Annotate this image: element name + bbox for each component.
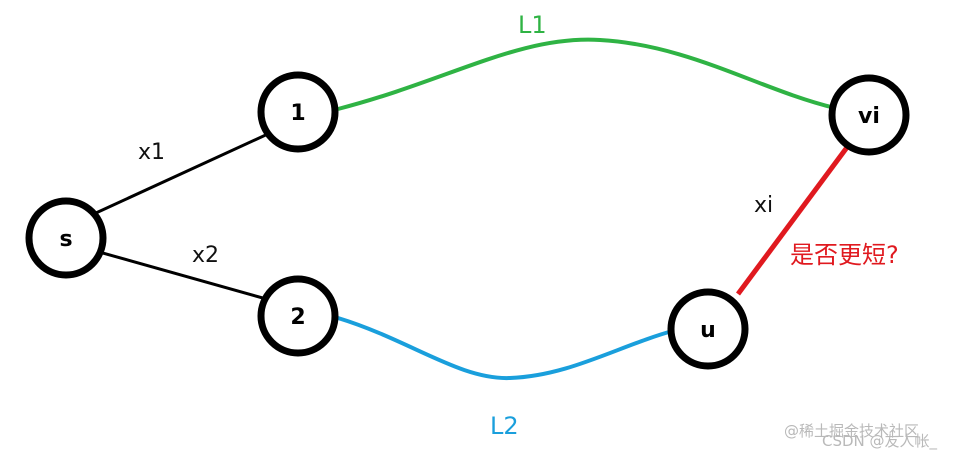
path-label-l2: L2 [490, 412, 519, 440]
watermark-csdn: CSDN @友人帐_ [822, 432, 938, 451]
edge-s-2 [91, 248, 271, 302]
node-2-label: 2 [290, 305, 305, 330]
edge-label-x1: x1 [138, 140, 165, 165]
edge-u-vi [735, 144, 851, 296]
path-label-l1: L1 [518, 11, 547, 39]
edge-s-1 [84, 131, 271, 220]
node-vi-label: vi [858, 104, 880, 129]
question-text: 是否更短? [790, 241, 899, 269]
node-1: 1 [257, 71, 339, 153]
path-l2-curve [337, 316, 677, 381]
watermark-juejin: @稀土掘金技术社区 [784, 422, 919, 440]
node-1-label: 1 [290, 101, 305, 126]
node-2: 2 [257, 275, 339, 357]
node-vi: vi [828, 74, 910, 156]
edge-label-x2: x2 [192, 243, 219, 268]
node-u-label: u [700, 318, 716, 343]
node-u: u [667, 288, 749, 370]
node-s-label: s [59, 227, 72, 252]
edge-label-xi: xi [754, 193, 773, 218]
path-l1-curve [337, 37, 836, 111]
node-s: s [25, 197, 107, 279]
